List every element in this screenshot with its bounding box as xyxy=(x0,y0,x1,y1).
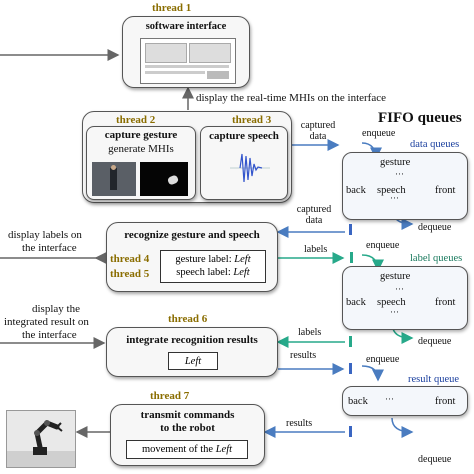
label-dequeued-bar xyxy=(349,336,352,347)
thread7-label: thread 7 xyxy=(150,390,190,402)
movement-prefix: movement of the xyxy=(141,444,216,455)
data-queues-title: data queues xyxy=(410,139,460,150)
integrate-result-box: Left xyxy=(168,352,218,370)
result-queue-title: result queue xyxy=(408,374,460,385)
thread1-label: thread 1 xyxy=(152,2,192,14)
data-queue-gesture: gesture xyxy=(380,157,411,168)
captured-data-2-line1: captured xyxy=(296,204,332,215)
display-result-line3: the interface xyxy=(22,329,77,341)
label-queue-gesture-dots: ··· xyxy=(395,284,404,294)
label-queue-gesture: gesture xyxy=(380,271,411,282)
thread3-label: thread 3 xyxy=(232,114,272,126)
result-dequeue-label: dequeue xyxy=(418,454,452,465)
label-queue-speech-dots: ··· xyxy=(390,307,399,317)
display-result-line2: integrated result on xyxy=(4,316,89,328)
captured-data-1-line2: data xyxy=(309,131,327,142)
result-enqueue-label: enqueue xyxy=(366,354,400,365)
label-queue-speech: speech xyxy=(377,297,406,308)
display-labels-line2: the interface xyxy=(22,242,77,254)
data-queue-front: front xyxy=(435,185,456,196)
software-interface-title: software interface xyxy=(145,21,227,32)
label-enqueue-label: enqueue xyxy=(366,240,400,251)
data-queue-speech-dots: ··· xyxy=(390,193,399,203)
transmit-title-line1: transmit commands xyxy=(140,409,235,421)
movement-value: Left xyxy=(215,444,233,455)
result-enqueue-curve xyxy=(361,365,384,382)
result-enqueued-bar xyxy=(349,363,352,374)
robot-arm-image xyxy=(6,410,76,468)
data-queue-gesture-dots: ··· xyxy=(395,169,404,179)
result-queue-dots: ··· xyxy=(385,394,394,404)
capture-gesture-title: capture gesture xyxy=(104,129,178,141)
audio-waveform-image xyxy=(230,148,270,188)
label-queue-back: back xyxy=(346,297,366,308)
recognize-labels-box: gesture label: Left speech label: Left xyxy=(160,250,266,283)
captured-data-2-line2: data xyxy=(305,215,323,226)
integrate-title: integrate recognition results xyxy=(126,334,258,346)
mhi-image xyxy=(140,162,188,196)
label-enqueued-bar xyxy=(350,252,353,263)
camera-frame-image xyxy=(92,162,136,196)
display-result-line1: display the xyxy=(32,303,80,315)
movement-box: movement of the Left xyxy=(126,440,248,459)
results-1-text: results xyxy=(290,350,317,361)
capture-speech-box xyxy=(200,126,288,200)
gesture-label-prefix: gesture label: xyxy=(175,254,235,265)
labels-2-text: labels xyxy=(298,327,322,338)
data-dequeued-bar xyxy=(349,224,352,235)
fifo-queues-title: FIFO queues xyxy=(378,110,462,126)
captured-data-1-line1: captured xyxy=(300,120,336,131)
data-enqueue-label: enqueue xyxy=(362,128,396,139)
thread5-label: thread 5 xyxy=(110,268,150,280)
recognize-title: recognize gesture and speech xyxy=(124,229,260,241)
thread2-label: thread 2 xyxy=(116,114,156,126)
gesture-label-value: Left xyxy=(234,254,251,265)
label-dequeue-label: dequeue xyxy=(418,336,452,347)
interface-screenshot-icon xyxy=(140,38,236,84)
labels-1-text: labels xyxy=(304,244,328,255)
thread6-label: thread 6 xyxy=(168,313,208,325)
data-queue-box xyxy=(342,152,468,220)
data-dequeue-label: dequeue xyxy=(418,222,452,233)
result-dequeued-bar xyxy=(349,426,352,437)
result-queue-box xyxy=(342,386,468,416)
result-queue-front: front xyxy=(435,396,456,407)
capture-speech-title: capture speech xyxy=(209,130,279,142)
speech-label-prefix: speech label: xyxy=(176,267,234,279)
data-queue-speech: speech xyxy=(377,185,406,196)
label-queues-title: label queues xyxy=(410,253,463,264)
label-queue-front: front xyxy=(435,297,456,308)
integrate-result-value: Left xyxy=(184,356,202,367)
display-labels-line1: display labels on xyxy=(8,229,82,241)
thread4-label: thread 4 xyxy=(110,253,150,265)
result-queue-back: back xyxy=(348,396,368,407)
transmit-title-line2: to the robot xyxy=(160,422,215,434)
display-mhis-label: display the real-time MHIs on the interf… xyxy=(196,92,386,104)
speech-label-value: Left xyxy=(233,267,250,279)
result-dequeue-curve xyxy=(391,417,414,438)
generate-mhis-subtitle: generate MHIs xyxy=(108,143,174,155)
results-2-text: results xyxy=(286,418,313,429)
data-queue-back: back xyxy=(346,185,366,196)
label-queue-box xyxy=(342,266,468,330)
